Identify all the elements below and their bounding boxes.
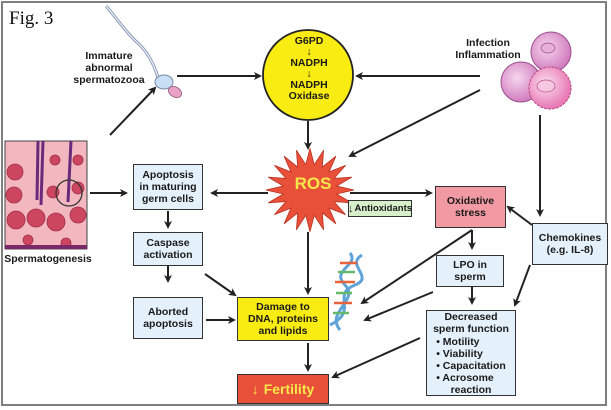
- chemokines-box: Chemokines (e.g. IL-8): [532, 223, 608, 265]
- caspase-box: Caspase activation: [133, 232, 203, 266]
- caspase-line-1: Caspase: [146, 237, 190, 249]
- immature-line-3: spermatozooa: [73, 74, 145, 86]
- fertility-label: Fertility: [263, 381, 315, 397]
- antioxidants-box: ↓ Antioxidants: [348, 200, 412, 217]
- nadph-oxidase-label-2: Oxidase: [288, 90, 330, 102]
- list-item-acrosome: • Acrosome: [436, 371, 494, 384]
- ros-starburst: [265, 148, 355, 232]
- figure-label: Fig. 3: [9, 8, 54, 29]
- damage-line-1: Damage to: [256, 301, 310, 313]
- damage-line-2: DNA, proteins: [247, 313, 318, 325]
- list-item-capacitation: • Capacitation: [436, 359, 506, 372]
- apoptosis-line-2: in maturing: [139, 181, 197, 193]
- damage-box: Damage to DNA, proteins and lipids: [237, 297, 329, 341]
- arrows: [90, 72, 544, 379]
- immune-cells-illustration: [500, 31, 572, 110]
- apoptosis-box: Apoptosis in maturing germ cells: [133, 164, 203, 210]
- figure-frame: [1, 1, 607, 406]
- dna-helix-icon: [329, 252, 364, 331]
- arrow-tissue-to-sperm: [109, 86, 157, 136]
- decreased-title-1: Decreased: [444, 310, 498, 323]
- g6pd-label: G6PD: [294, 35, 324, 47]
- function-list: • Motility • Viability • Capacitation • …: [436, 336, 506, 396]
- infection-line-1: Infection: [466, 37, 510, 49]
- fertility-box: ↓ Fertility: [237, 374, 329, 404]
- lpo-box: LPO in sperm: [436, 255, 504, 287]
- immature-spermatozoa-label: Immature abnormal spermatozooa: [64, 50, 154, 86]
- spermatogenesis-label: Spermatogenesis: [4, 253, 92, 265]
- immature-line-1: Immature: [85, 50, 133, 62]
- nadph-label: NADPH: [290, 57, 328, 69]
- down-arrow-icon: ↓: [251, 381, 259, 397]
- oxidative-line-1: Oxidative: [446, 195, 495, 207]
- spermatogenesis-illustration: [4, 140, 88, 250]
- down-arrow-icon: ↓: [306, 68, 312, 80]
- arrow-caspase-to-damage: [204, 273, 237, 297]
- arrow-oxidative-to-dna: [360, 229, 473, 305]
- caspase-line-2: activation: [143, 249, 193, 261]
- apoptosis-line-1: Apoptosis: [142, 169, 194, 181]
- g6pd-pathway-text: G6PD ↓ NADPH ↓ NADPH Oxidase: [264, 36, 354, 102]
- nadph-oxidase-label-1: NADPH: [290, 79, 328, 91]
- down-arrow-icon: ↓: [347, 202, 354, 215]
- arrow-lpo-to-dna: [363, 291, 434, 322]
- apoptosis-line-3: germ cells: [142, 193, 194, 205]
- chemokines-line-2: (e.g. IL-8): [546, 244, 594, 256]
- g6pd-circle: [262, 29, 354, 121]
- oxidative-line-2: stress: [455, 207, 486, 219]
- aborted-line-2: apoptosis: [143, 318, 193, 330]
- list-item-reaction: reaction: [450, 383, 492, 396]
- damage-line-3: and lipids: [258, 325, 308, 337]
- infection-line-2: Inflammation: [455, 49, 521, 61]
- arrow-infection-to-ros: [348, 89, 481, 157]
- arrow-chemokines-to-decreased: [513, 264, 531, 307]
- aborted-apoptosis-box: Aborted apoptosis: [133, 297, 203, 339]
- arrow-decreased-to-fertility: [331, 337, 421, 379]
- list-item-motility: • Motility: [436, 335, 480, 348]
- infection-inflammation-label: Infection Inflammation: [453, 37, 523, 61]
- lpo-line-2: sperm: [454, 271, 486, 283]
- lpo-line-1: LPO in: [453, 259, 487, 271]
- list-item-viability: • Viability: [436, 347, 483, 360]
- down-arrow-icon: ↓: [306, 46, 312, 58]
- decreased-title-2: sperm function: [433, 322, 509, 335]
- chemokines-line-1: Chemokines: [538, 232, 602, 244]
- decreased-sperm-function-box: Decreased sperm function • Motility • Vi…: [426, 310, 516, 396]
- aborted-line-1: Aborted: [147, 306, 189, 318]
- ros-label: ROS: [294, 174, 332, 193]
- arrow-chemokines-to-oxidative: [506, 205, 533, 226]
- oxidative-stress-box: Oxidative stress: [435, 186, 506, 228]
- antioxidants-label: Antioxidants: [354, 202, 413, 214]
- sperm-illustration: [104, 5, 183, 99]
- immature-line-2: abnormal: [85, 62, 133, 74]
